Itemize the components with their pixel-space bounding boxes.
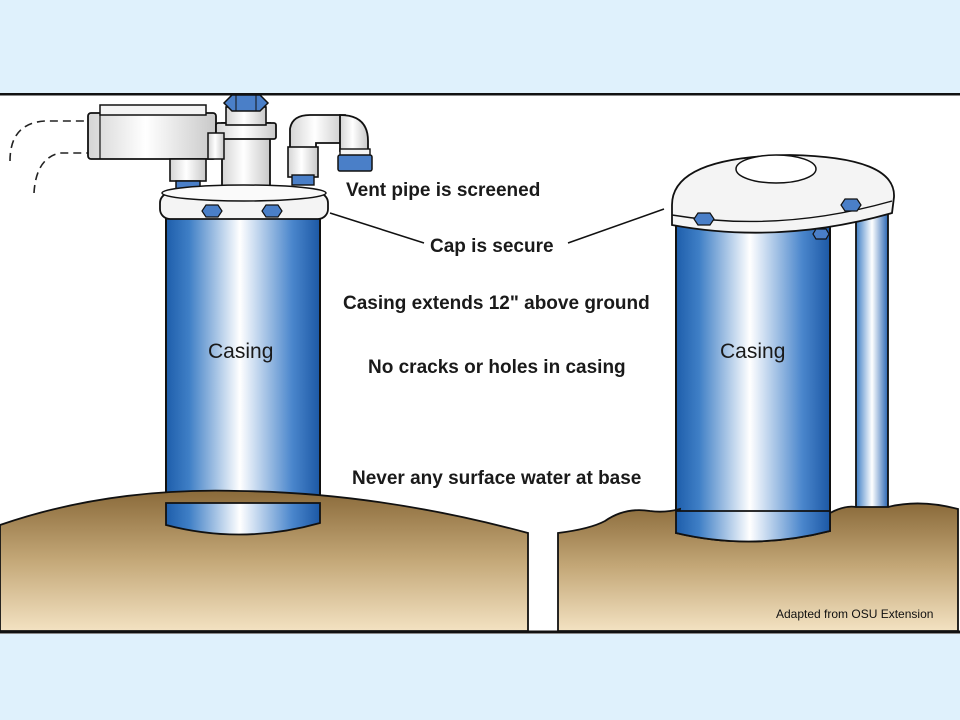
well-diagram	[0, 93, 960, 634]
left-well	[0, 94, 529, 632]
left-ground	[0, 489, 529, 632]
conduit-box	[87, 112, 217, 160]
label-surface-water: Never any surface water at base	[352, 468, 642, 489]
right-casing	[675, 222, 831, 543]
casing-label-right: Casing	[720, 340, 786, 363]
dashed-cable-outer	[9, 120, 90, 162]
cap-leader-left	[329, 212, 425, 244]
label-vent-screened: Vent pipe is screened	[346, 180, 541, 201]
vent-elbow	[289, 114, 346, 150]
label-casing-height: Casing extends 12" above ground	[343, 293, 650, 314]
label-no-cracks: No cracks or holes in casing	[368, 357, 626, 378]
cap-bolts-right	[693, 198, 862, 240]
cap-leader-right	[567, 208, 665, 244]
vent-screen-nut	[337, 154, 373, 172]
right-well	[557, 154, 959, 632]
dashed-cable-inner	[33, 152, 90, 194]
label-cap-secure: Cap is secure	[430, 236, 554, 257]
credit-text: Adapted from OSU Extension	[776, 607, 934, 621]
top-hex-nut	[222, 94, 270, 112]
right-vent-pipe	[855, 202, 889, 514]
casing-label-left: Casing	[208, 340, 274, 363]
cap-bolts-left	[201, 204, 283, 218]
left-casing	[165, 214, 321, 536]
cap-dome	[735, 154, 817, 184]
vent-nut-small	[291, 174, 315, 186]
diagram-panel: Vent pipe is screened Cap is secure Casi…	[0, 93, 960, 634]
